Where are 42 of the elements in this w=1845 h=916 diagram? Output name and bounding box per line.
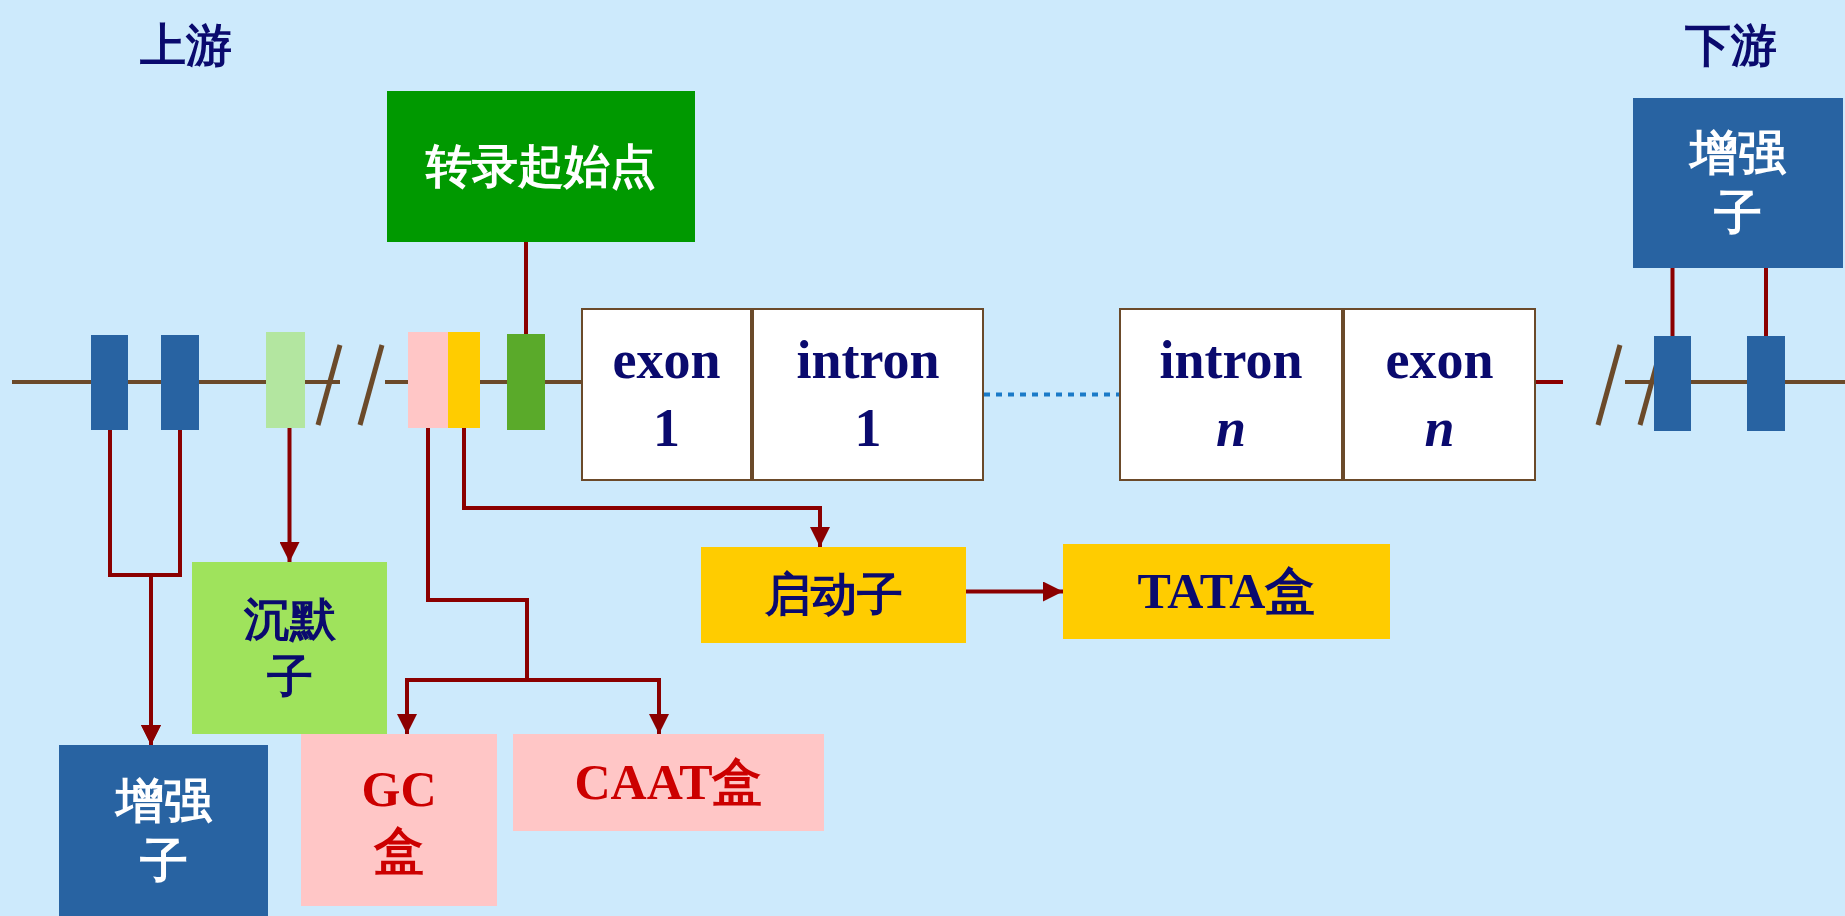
box-label: 增强子 [1687,125,1787,241]
box-label: exon 1 [611,329,722,460]
direction-label: 上游 [140,19,232,73]
box-label: TATA盒 [1137,562,1316,622]
element-bar [1747,336,1785,431]
intron-box [1119,308,1343,481]
region-box [387,91,695,242]
box-label: exon n [1384,329,1495,460]
region-box [513,734,824,831]
box-label: 沉默子 [242,592,337,704]
element-bar [1654,336,1691,431]
element-bar [266,332,305,428]
box-label: 转录起始点 [426,139,656,194]
connector-line [984,392,1119,397]
region-box [192,562,387,734]
arrow [279,428,300,562]
region-box [59,745,268,916]
region-box [1063,544,1390,639]
box-label: GC盒 [360,759,438,881]
intron-box [752,308,984,481]
region-box [1633,98,1843,268]
exon-box [581,308,752,481]
exon-box [1343,308,1536,481]
box-label: 增强子 [113,772,213,889]
region-box [701,547,966,643]
connector-line [1764,268,1768,336]
arrow [966,581,1063,602]
connector-line [1670,268,1675,336]
element-bar [408,332,448,428]
box-label: 启动子 [764,568,903,623]
direction-label: 下游 [1685,19,1777,73]
connector-line [524,242,528,334]
arrow [426,428,669,734]
element-bar [161,335,199,430]
element-bar [448,332,480,428]
element-bar [91,335,128,430]
box-label: intron 1 [795,329,941,460]
box-label: CAAT盒 [574,753,763,813]
region-box [301,734,497,906]
element-bar [507,334,545,430]
arrow [462,428,830,547]
box-label: intron n [1158,329,1304,460]
